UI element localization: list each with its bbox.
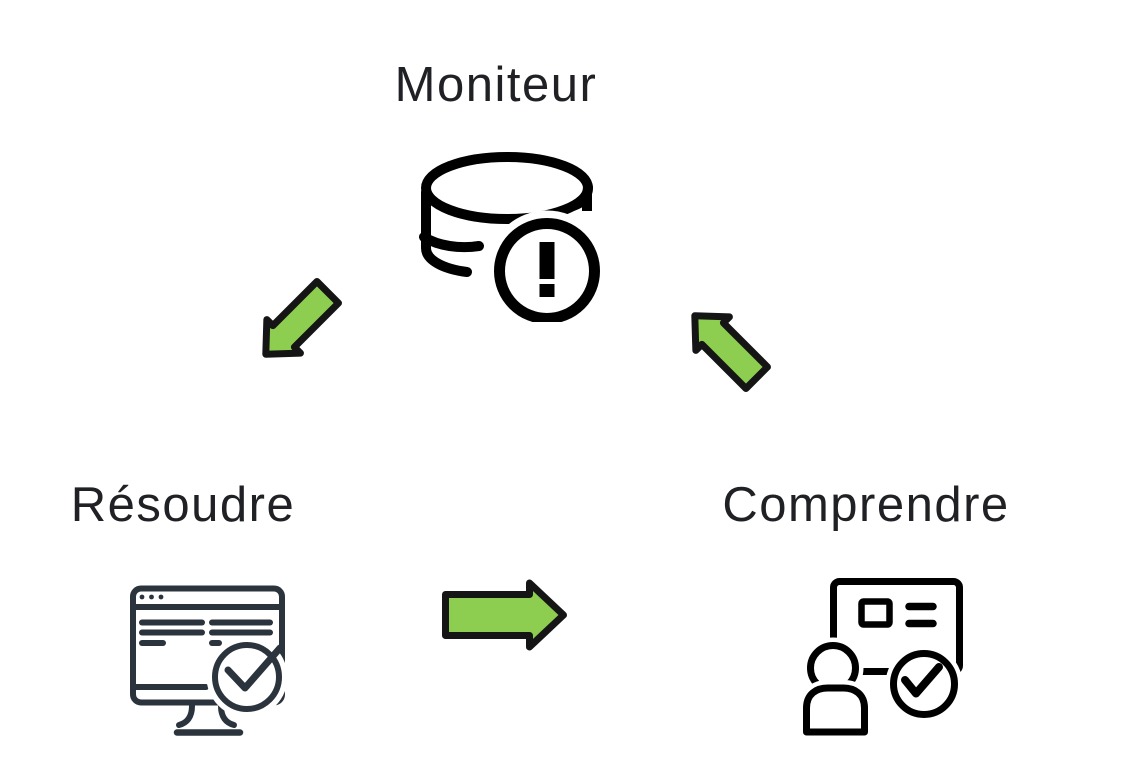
arrow-comprendre-to-moniteur (672, 293, 778, 399)
arrow-moniteur-to-resoudre (243, 270, 349, 376)
checkmark (224, 644, 284, 692)
checkmark (901, 663, 943, 698)
presentation-check-icon (802, 578, 963, 738)
monitor-stand (176, 703, 195, 728)
database-alert-icon (418, 148, 600, 322)
person-body (803, 684, 868, 736)
node-label-moniteur: Moniteur (394, 58, 598, 112)
node-label-comprendre: Comprendre (722, 478, 1010, 532)
arrow-resoudre-to-comprendre (441, 578, 569, 652)
browser-dots (139, 594, 164, 600)
browser-check-icon (128, 585, 290, 738)
check-circle (212, 642, 282, 712)
node-label-resoudre: Résoudre (70, 478, 296, 532)
